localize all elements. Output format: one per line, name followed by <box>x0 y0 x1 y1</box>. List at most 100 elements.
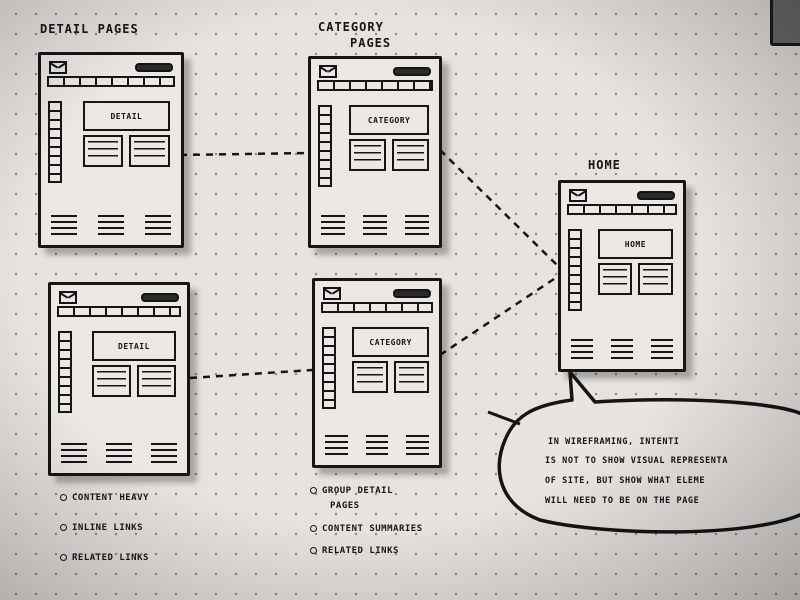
bubble-text-line: IS NOT TO SHOW VISUAL REPRESENTA <box>545 456 728 466</box>
footer-column <box>610 339 634 361</box>
link-detail-to-category-top <box>179 151 309 157</box>
card-row <box>83 135 170 167</box>
hero-label: DETAIL <box>118 341 150 351</box>
footer-column <box>365 435 389 457</box>
mail-icon <box>569 189 587 202</box>
nav-bar <box>47 76 175 87</box>
hero-block: DETAIL <box>83 101 170 131</box>
heading-detail-pages: DETAIL PAGES <box>40 22 139 36</box>
content-card <box>129 135 170 167</box>
content-card <box>83 135 124 167</box>
category-note: CONTENT SUMMARIES <box>310 524 423 534</box>
content-card <box>91 365 131 397</box>
category-note-text: GROUP DETAIL <box>322 486 394 496</box>
footer-column <box>151 443 177 465</box>
hero-block: HOME <box>597 229 674 259</box>
footer-column <box>325 435 348 457</box>
nav-bar <box>567 204 677 215</box>
footer-column <box>97 215 125 237</box>
bubble-text-line: WILL NEED TO BE ON THE PAGE <box>545 496 700 506</box>
footer-links <box>571 339 673 361</box>
link-category-bottom-to-home <box>439 273 561 357</box>
mail-icon <box>319 65 337 78</box>
heading-category-line2: PAGES <box>350 36 392 50</box>
footer-links <box>51 215 171 237</box>
wireframe-category-top: CATEGORY <box>308 56 442 248</box>
detail-note-text: INLINE LINKS <box>72 523 144 533</box>
footer-column <box>61 443 87 465</box>
sidebar-block <box>568 229 582 311</box>
footer-column <box>405 215 429 237</box>
detail-note: INLINE LINKS <box>60 523 143 533</box>
content-card <box>597 263 633 295</box>
sidebar-block <box>48 101 62 183</box>
wireframe-category-bottom: CATEGORY <box>312 278 442 468</box>
content-card <box>392 139 429 171</box>
bullet-icon <box>60 494 67 501</box>
wireframe-detail-bottom: DETAIL <box>48 282 190 476</box>
card-row <box>349 139 429 171</box>
detail-note-text: RELATED LINKS <box>72 553 149 563</box>
mail-icon <box>323 287 341 300</box>
footer-column <box>144 215 171 237</box>
header-search-bar <box>393 289 431 298</box>
hero-block: CATEGORY <box>349 105 429 135</box>
footer-column <box>51 215 78 237</box>
hero-label: DETAIL <box>110 111 143 121</box>
header-search-bar <box>135 63 173 72</box>
header-search-bar <box>637 191 675 200</box>
footer-links <box>61 443 177 465</box>
heading-home: HOME <box>588 158 621 172</box>
link-category-top-to-home <box>439 149 561 269</box>
category-note: GROUP DETAIL <box>310 486 393 496</box>
hero-block: DETAIL <box>91 331 177 361</box>
bullet-icon <box>60 554 67 561</box>
footer-links <box>325 435 429 457</box>
content-card <box>136 365 177 397</box>
corner-sketch-fragment <box>770 0 800 46</box>
footer-column <box>406 435 429 457</box>
footer-column <box>363 215 387 237</box>
bubble-text-line: OF SITE, BUT SHOW WHAT ELEME <box>545 476 706 486</box>
mail-icon <box>49 61 67 74</box>
sidebar-block <box>58 331 72 413</box>
content-card <box>349 139 387 171</box>
content-card <box>638 263 674 295</box>
nav-bar <box>317 80 433 91</box>
card-row <box>597 263 674 295</box>
hero-label: HOME <box>624 239 647 249</box>
card-row <box>352 361 430 393</box>
bullet-icon <box>310 487 317 494</box>
content-card <box>393 361 430 393</box>
footer-column <box>571 339 594 361</box>
category-note-text: RELATED LINKS <box>322 546 399 556</box>
footer-column <box>321 215 345 237</box>
footer-links <box>321 215 429 237</box>
bullet-icon <box>60 524 67 531</box>
bubble-text-line: IN WIREFRAMING, INTENTI <box>548 437 680 447</box>
speech-bubble-tail <box>487 410 521 426</box>
bullet-icon <box>310 525 317 532</box>
nav-bar <box>321 302 433 313</box>
hero-label: CATEGORY <box>369 337 412 347</box>
sidebar-block <box>322 327 336 409</box>
sidebar-block <box>318 105 332 187</box>
category-note-continued: PAGES <box>330 501 360 511</box>
header-search-bar <box>393 67 431 76</box>
card-row <box>91 365 177 397</box>
header-search-bar <box>141 293 179 302</box>
detail-note-text: CONTENT HEAVY <box>72 493 149 503</box>
detail-note: CONTENT HEAVY <box>60 493 149 503</box>
bullet-icon <box>310 547 317 554</box>
footer-column <box>650 339 673 361</box>
speech-bubble-outline <box>497 370 800 534</box>
footer-column <box>106 443 132 465</box>
nav-bar <box>57 306 181 317</box>
wireframe-detail-top: DETAIL <box>38 52 184 248</box>
category-note-text: CONTENT SUMMARIES <box>322 524 423 534</box>
content-card <box>352 361 388 393</box>
category-note: RELATED LINKS <box>310 546 399 556</box>
mail-icon <box>59 291 77 304</box>
